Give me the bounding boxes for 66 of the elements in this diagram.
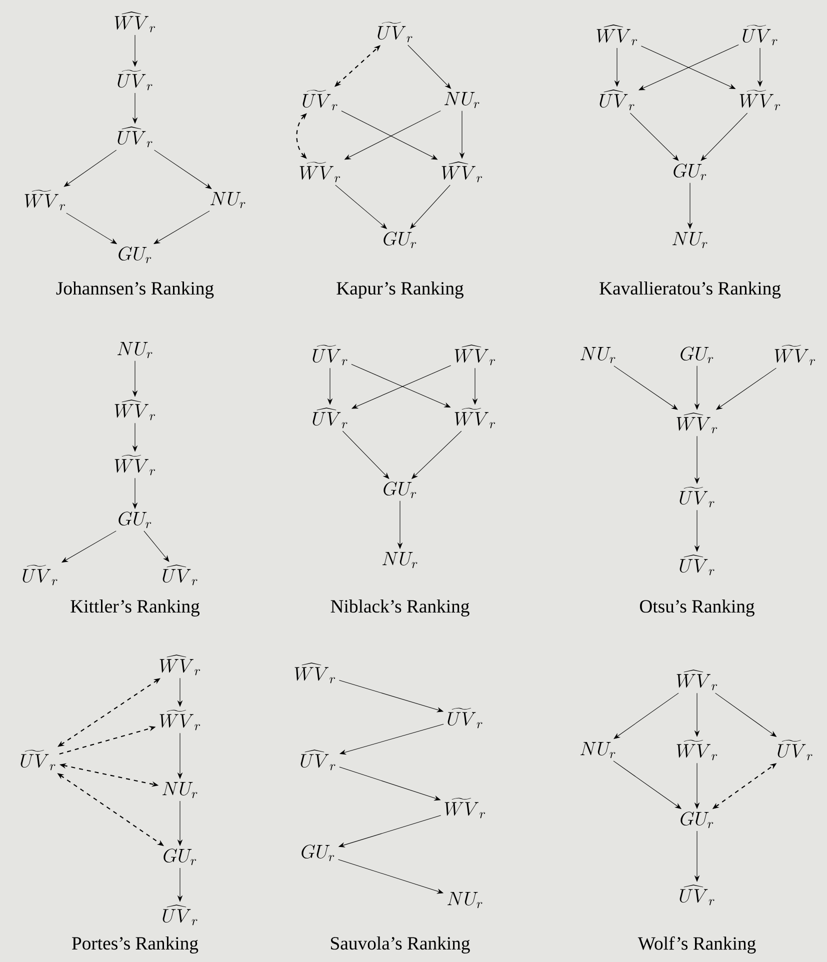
ranking-term: $\widehat{UV}_r$ — [308, 405, 352, 431]
ranking-term: $\widehat{WV}_r$ — [156, 652, 204, 678]
ranking-term: $\widehat{UV}_r$ — [676, 882, 718, 908]
ranking-term: $NU_r$ — [440, 89, 484, 111]
ranking-term: $\widehat{WV}_r$ — [451, 342, 499, 368]
ranking-term: $GU_r$ — [298, 842, 338, 864]
ranking-term: $GU_r$ — [115, 509, 155, 531]
ranking-term: $\widetilde{WV}_r$ — [111, 452, 159, 478]
ranking-term: $\widetilde{WV}_r$ — [451, 405, 499, 431]
ranking-term: $\widehat{WV}_r$ — [111, 9, 159, 35]
ranking-term: $\widehat{UV}_r$ — [296, 747, 340, 773]
ranking-term: $\widetilde{UV}_r$ — [676, 484, 718, 510]
ranking-term: $GU_r$ — [380, 479, 420, 501]
ranking-term: $NU_r$ — [444, 889, 486, 911]
ranking-term: $\widetilde{WV}_r$ — [673, 737, 721, 763]
ranking-term: $\widehat{UV}_r$ — [596, 87, 638, 113]
ranking-term: $\widehat{UV}_r$ — [676, 552, 718, 578]
ranking-term: $\widetilde{UV}_r$ — [16, 747, 60, 773]
ranking-term: $\widetilde{UV}_r$ — [308, 342, 352, 368]
ranking-term: $\widehat{WV}_r$ — [673, 410, 721, 436]
ranking-term: $\widetilde{WV}_r$ — [296, 159, 344, 185]
ranking-caption: Kavallieratou’s Ranking — [600, 282, 781, 298]
arrow — [614, 366, 678, 410]
ranking-term: $NU_r$ — [114, 339, 156, 361]
ranking-term: $NU_r$ — [576, 344, 620, 366]
ranking-term: $\widetilde{UV}_r$ — [374, 19, 416, 45]
ranking-term: $\widehat{UV}_r$ — [114, 124, 156, 150]
ranking-term: $\widetilde{UV}_r$ — [774, 737, 816, 763]
ranking-term: $\widehat{WV}_r$ — [111, 397, 159, 423]
arrow — [144, 530, 170, 562]
ranking-term: $\widetilde{WV}_r$ — [736, 87, 784, 113]
ranking-caption: Niblack’s Ranking — [330, 600, 470, 616]
ranking-term: $GU_r$ — [160, 846, 200, 868]
ranking-term: $\widehat{WV}_r$ — [438, 159, 486, 185]
arrow — [64, 150, 117, 187]
ranking-term: $NU_r$ — [668, 229, 712, 251]
ranking-term: $GU_r$ — [670, 161, 710, 183]
ranking-term: $\widetilde{WV}_r$ — [441, 795, 489, 821]
ranking-caption: Wolf’s Ranking — [638, 936, 756, 954]
ranking-term: $\widehat{WV}_r$ — [673, 667, 721, 693]
ranking-caption: Portes’s Ranking — [72, 936, 198, 954]
ranking-term: $\widehat{WV}_r$ — [291, 660, 339, 686]
ranking-term: $\widehat{WV}_r$ — [593, 22, 641, 48]
ranking-term: $\widetilde{UV}_r$ — [738, 22, 782, 48]
ranking-term: $\widehat{UV}_r$ — [158, 562, 202, 588]
ranking-term: $GU_r$ — [115, 244, 155, 266]
ranking-caption: Kittler’s Ranking — [70, 600, 200, 616]
ranking-term: $NU_r$ — [158, 779, 202, 801]
ranking-caption: Johannsen’s Ranking — [56, 282, 214, 298]
ranking-term: $\widetilde{WV}_r$ — [21, 187, 69, 213]
ranking-term: $NU_r$ — [576, 739, 620, 761]
ranking-term: $GU_r$ — [380, 229, 420, 251]
ranking-term: $\widetilde{UV}_r$ — [298, 87, 342, 113]
ranking-term: $GU_r$ — [677, 809, 717, 831]
ranking-term: $\widetilde{UV}_r$ — [114, 67, 156, 93]
ranking-caption: Kapur’s Ranking — [336, 282, 464, 298]
ranking-term: $\widetilde{WV}_r$ — [156, 707, 204, 733]
ranking-caption: Otsu’s Ranking — [640, 600, 754, 616]
ranking-term: $NU_r$ — [206, 189, 250, 211]
ranking-term: $\widetilde{UV}_r$ — [18, 562, 62, 588]
ranking-term: $\widetilde{UV}_r$ — [444, 705, 486, 731]
ranking-term: $NU_r$ — [378, 549, 422, 571]
ranking-term: $GU_r$ — [677, 344, 717, 366]
ranking-term: $\widetilde{WV}_r$ — [771, 342, 819, 368]
ranking-term: $\widehat{UV}_r$ — [158, 902, 202, 928]
ranking-caption: Sauvola’s Ranking — [331, 936, 470, 954]
